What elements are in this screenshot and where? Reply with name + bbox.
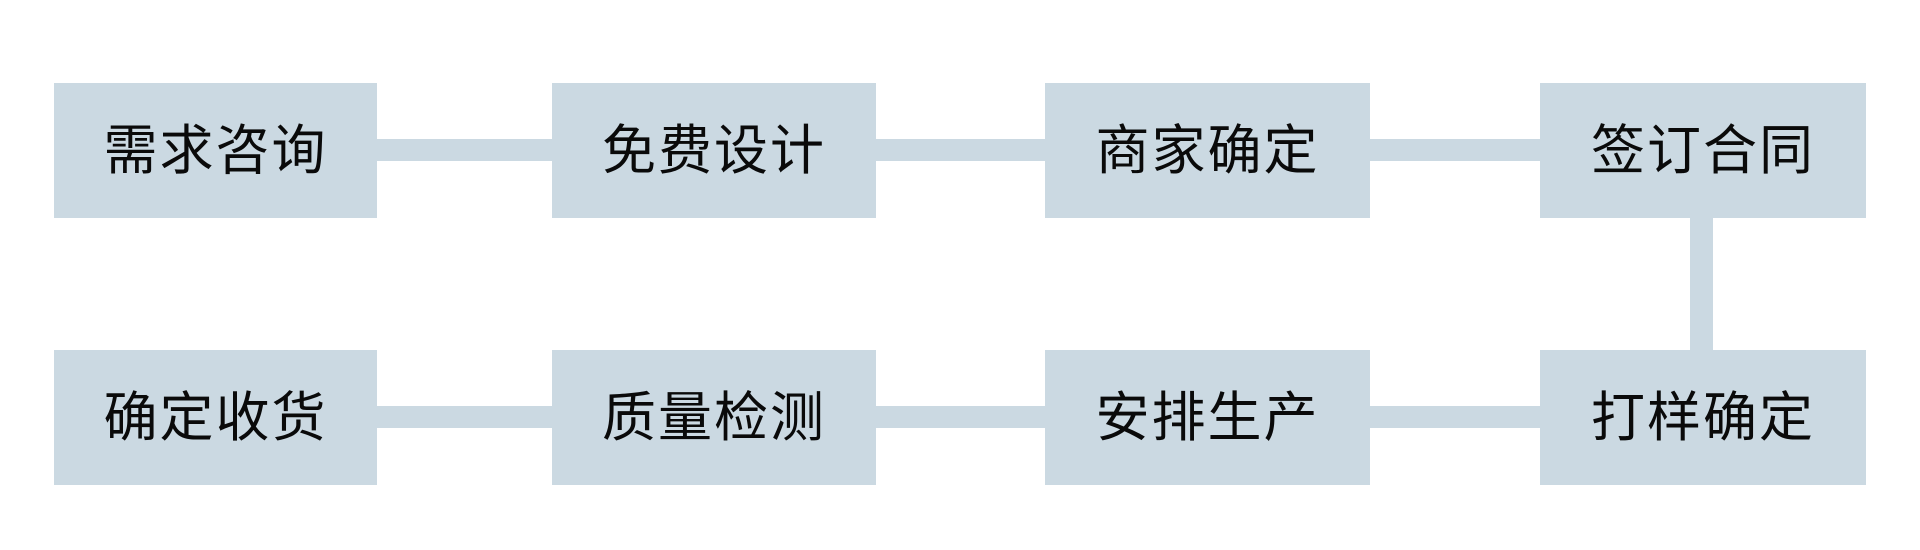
flow-node-label: 确定收货 bbox=[103, 387, 328, 448]
flow-node-step-3[interactable]: 商家确定 bbox=[1045, 83, 1370, 218]
flow-node-label: 商家确定 bbox=[1095, 120, 1320, 181]
flow-node-step-6[interactable]: 安排生产 bbox=[1045, 350, 1370, 485]
connector-step-2-to-step-3 bbox=[876, 139, 1045, 161]
flow-node-step-5[interactable]: 打样确定 bbox=[1540, 350, 1866, 485]
connector-step-6-to-step-7 bbox=[876, 406, 1045, 428]
connector-step-5-to-step-6 bbox=[1370, 406, 1540, 428]
flow-node-label: 质量检测 bbox=[602, 387, 826, 448]
flow-node-label: 需求咨询 bbox=[103, 120, 328, 181]
connector-step-7-to-step-8 bbox=[377, 406, 552, 428]
flow-node-step-7[interactable]: 质量检测 bbox=[552, 350, 876, 485]
flow-node-step-1[interactable]: 需求咨询 bbox=[54, 83, 377, 218]
flow-node-step-8[interactable]: 确定收货 bbox=[54, 350, 377, 485]
flow-node-step-2[interactable]: 免费设计 bbox=[552, 83, 876, 218]
flow-node-label: 免费设计 bbox=[602, 120, 826, 181]
flow-node-step-4[interactable]: 签订合同 bbox=[1540, 83, 1866, 218]
flow-node-label: 签订合同 bbox=[1591, 120, 1815, 181]
connector-step-3-to-step-4 bbox=[1370, 139, 1540, 161]
flow-node-label: 打样确定 bbox=[1591, 387, 1815, 448]
connector-step-1-to-step-2 bbox=[377, 139, 552, 161]
flow-node-label: 安排生产 bbox=[1095, 387, 1320, 448]
connector-step-4-to-step-5 bbox=[1690, 218, 1713, 350]
